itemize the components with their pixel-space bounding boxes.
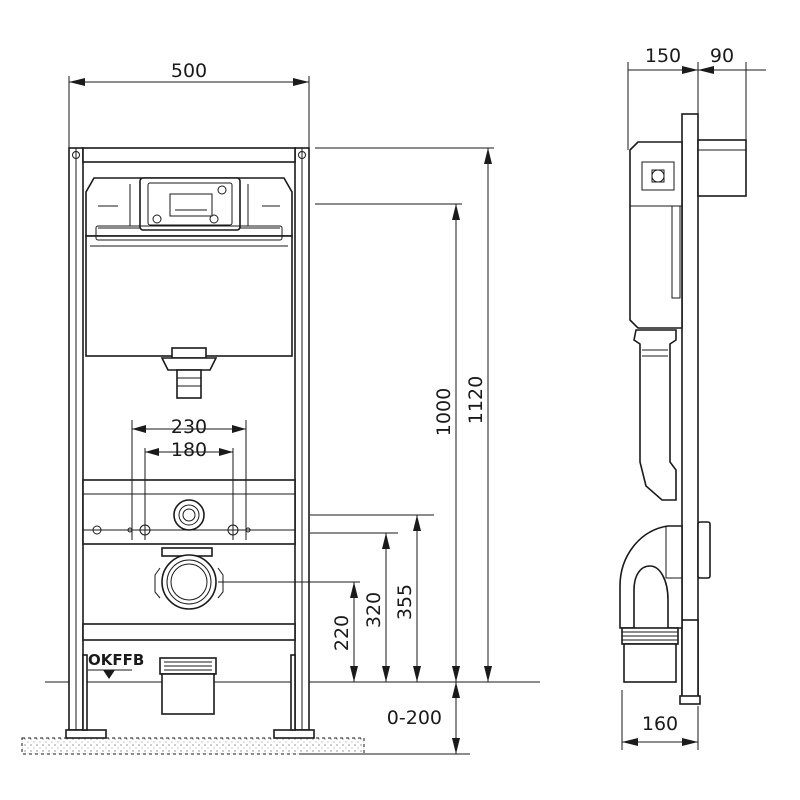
dim-height-inner: 1000 bbox=[433, 388, 455, 436]
floor-slab bbox=[21, 737, 365, 755]
dim-bolt-height: 320 bbox=[363, 592, 385, 628]
side-box bbox=[697, 139, 747, 197]
dim-side-frame-depth: 150 bbox=[645, 45, 681, 67]
floor-label: OKFFB bbox=[88, 651, 144, 669]
bottom-rail bbox=[82, 623, 296, 641]
side-drain-bend bbox=[619, 525, 683, 629]
left-foot bbox=[65, 729, 107, 739]
dim-bolt-outer: 230 bbox=[171, 416, 207, 438]
dim-height-outer: 1120 bbox=[465, 376, 487, 424]
dim-drain-height: 220 bbox=[331, 615, 353, 651]
drain-outlet bbox=[161, 554, 217, 610]
dim-side-box-depth: 90 bbox=[710, 45, 734, 67]
side-cistern bbox=[629, 141, 683, 329]
side-front-plate bbox=[681, 113, 699, 699]
cistern-body bbox=[85, 235, 293, 357]
right-foot bbox=[273, 729, 315, 739]
dim-side-bottom-depth: 160 bbox=[642, 713, 678, 735]
flush-plate-opening bbox=[139, 177, 241, 231]
dim-pipe-height: 355 bbox=[394, 584, 416, 620]
dim-bolt-inner: 180 bbox=[171, 439, 207, 461]
water-inlet bbox=[173, 499, 205, 531]
dim-width: 500 bbox=[171, 60, 207, 82]
dim-adjust: 0-200 bbox=[387, 707, 442, 729]
front-view: OKFFB 500 230 180 1120 bbox=[21, 60, 540, 755]
side-flush-pipe bbox=[633, 329, 677, 501]
top-rail bbox=[82, 147, 296, 163]
side-view: 150 90 160 bbox=[619, 45, 766, 750]
flush-pipe bbox=[176, 369, 202, 399]
